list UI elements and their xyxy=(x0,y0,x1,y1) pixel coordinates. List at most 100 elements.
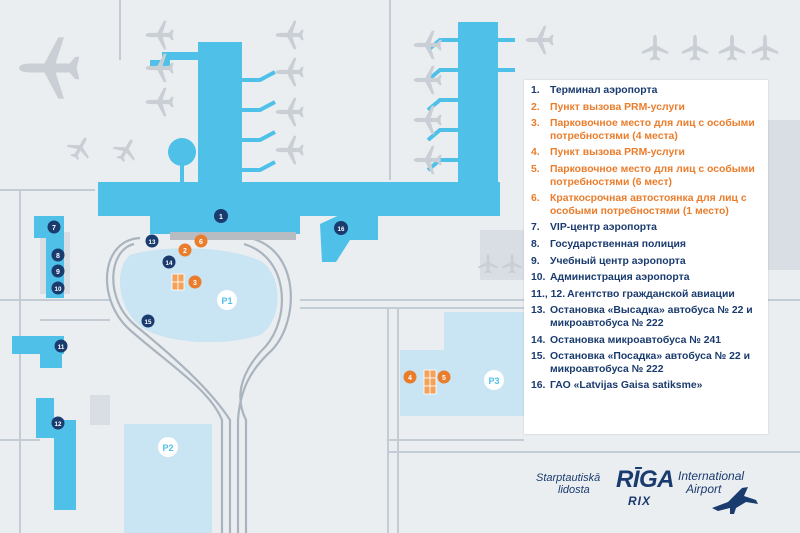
marker-6[interactable]: 6 xyxy=(194,234,208,248)
legend-item-text: Остановка «Посадка» автобуса № 22 и микр… xyxy=(550,351,750,375)
legend-item-text: VIP-центр аэропорта xyxy=(550,222,657,234)
legend-item-1: 1. Терминал аэропорта xyxy=(531,85,762,98)
legend-item-4: 4. Пункт вызова PRM-услуги xyxy=(531,147,762,160)
legend-item-number: 6. xyxy=(531,193,540,205)
legend-item-number: 2. xyxy=(531,101,540,113)
large-airplane-icon xyxy=(19,37,80,99)
legend-item-text: Остановка микроавтобуса № 241 xyxy=(550,334,722,346)
marker-7[interactable]: 7 xyxy=(47,220,61,234)
logo-text-international: International xyxy=(678,469,745,483)
airplane-icon xyxy=(413,30,442,60)
legend-item-11: 11., 12.Агентство гражданской авиации xyxy=(531,289,762,302)
terminal-building xyxy=(98,22,500,234)
airplane-icon xyxy=(681,34,709,61)
airplane-icon xyxy=(63,131,97,165)
marker-3[interactable]: 3 xyxy=(188,275,202,289)
logo-code: RIX xyxy=(628,494,652,508)
legend-item-text: Краткосрочная автостоянка для лиц с особ… xyxy=(550,193,747,217)
legend-item-number: 8. xyxy=(531,238,540,250)
marker-11[interactable]: 11 xyxy=(54,339,68,353)
legend-item-13: 14.Остановка микроавтобуса № 241 xyxy=(531,335,762,348)
parking-lot-p3-extension xyxy=(400,350,444,416)
airplane-icon xyxy=(109,133,143,167)
marker-4[interactable]: 4 xyxy=(403,370,417,384)
svg-text:10: 10 xyxy=(55,286,62,293)
airplane-icon xyxy=(275,57,304,87)
marker-9[interactable]: 9 xyxy=(51,264,65,278)
airplane-icon xyxy=(525,25,554,55)
airplane-icon xyxy=(718,34,746,61)
riga-airport-logo: Starptautiskā lidosta RĪGA International… xyxy=(536,466,768,516)
legend-item-8: 8. Государственная полиция xyxy=(531,239,762,252)
legend-item-number: 5. xyxy=(531,163,540,175)
svg-text:9: 9 xyxy=(56,269,60,276)
svg-text:12: 12 xyxy=(55,421,62,428)
legend-item-9: 9.Учебный центр аэропорта xyxy=(531,256,762,269)
legend-item-number: 15. xyxy=(531,351,546,363)
legend-item-text: Государственная полиция xyxy=(550,238,686,250)
parking-areas xyxy=(119,248,524,533)
logo-text-starptautiska: Starptautiskā xyxy=(536,472,601,484)
svg-text:1: 1 xyxy=(219,214,223,221)
logo-airplane-icon xyxy=(712,487,758,514)
airplane-icon xyxy=(751,34,779,61)
legend-item-14: 15. Остановка «Посадка» автобуса № 22 и м… xyxy=(531,351,762,376)
legend-item-number: 3. xyxy=(531,118,540,130)
legend-item-7: 7. VIP-центр аэропорта xyxy=(531,222,762,235)
parking-label-p2: P2 xyxy=(158,437,178,457)
legend-item-number: 1. xyxy=(531,85,540,96)
legend-item-text: Парковочное место для лиц с особыми потр… xyxy=(550,163,755,188)
marker-10[interactable]: 10 xyxy=(51,281,65,295)
svg-text:6: 6 xyxy=(199,239,203,246)
airplane-icon xyxy=(275,97,304,127)
airplane-icon xyxy=(275,20,304,50)
legend-item-text: Пункт вызова PRM-услуги xyxy=(550,147,685,159)
legend-item-number: 9. xyxy=(531,255,540,267)
svg-text:3: 3 xyxy=(193,280,197,287)
marker-1[interactable]: 1 xyxy=(214,209,228,223)
map-markers: 1 2 3 4 5 6 7 8 9 10 11 12 13 14 15 16 xyxy=(47,209,451,430)
marker-12[interactable]: 12 xyxy=(51,416,65,430)
parking-label-p3: P3 xyxy=(484,370,504,390)
logo-wordmark: RĪGA xyxy=(616,466,675,493)
legend-item-text: Терминал аэропорта xyxy=(550,85,658,96)
marker-16[interactable]: 16 xyxy=(334,221,348,235)
legend-item-15: 16.ГАО «Latvijas Gaisa satiksme» xyxy=(531,380,762,393)
svg-text:7: 7 xyxy=(52,225,56,232)
legend-item-number: 7. xyxy=(531,222,540,234)
legend-item-text: ГАО «Latvijas Gaisa satiksme» xyxy=(550,380,703,392)
marker-5[interactable]: 5 xyxy=(437,370,451,384)
svg-text:2: 2 xyxy=(183,248,187,255)
legend-item-12: 13.Остановка «Высадка» автобуса № 22 и м… xyxy=(531,305,762,330)
legend-item-number: 4. xyxy=(531,147,540,159)
svg-text:8: 8 xyxy=(56,253,60,260)
lgs-building xyxy=(320,212,378,262)
terminal-forecourt xyxy=(170,232,296,240)
svg-text:P1: P1 xyxy=(221,296,232,306)
airplane-icon xyxy=(275,135,304,165)
accessible-spaces xyxy=(171,273,437,395)
svg-text:5: 5 xyxy=(442,375,446,382)
legend-item-number: 11., 12. xyxy=(531,288,566,300)
marker-14[interactable]: 14 xyxy=(162,255,176,269)
airplane-icon xyxy=(145,87,174,117)
caa-building-11 xyxy=(12,336,64,354)
legend-item-text: Агентство гражданской авиации xyxy=(567,288,735,300)
svg-text:11: 11 xyxy=(58,344,65,351)
marker-2[interactable]: 2 xyxy=(178,243,192,257)
legend-item-text: Остановка «Высадка» автобуса № 22 и микр… xyxy=(550,305,753,329)
caa-building-12-wing xyxy=(54,420,76,510)
caa-building-11-wing xyxy=(40,354,62,368)
legend-item-10: 10.Администрация аэропорта xyxy=(531,272,762,285)
marker-13[interactable]: 13 xyxy=(145,234,159,248)
airplane-icon xyxy=(145,20,174,50)
marker-15[interactable]: 15 xyxy=(141,314,155,328)
marker-8[interactable]: 8 xyxy=(51,248,65,262)
legend-item-text: Пункт вызова PRM-услуги xyxy=(550,101,685,113)
parking-lot-p3 xyxy=(444,312,524,416)
parking-lot-p1 xyxy=(119,248,278,343)
legend-list: 1. Терминал аэропорта 2. Пункт вызова PRM-у… xyxy=(531,85,762,393)
caa-building-12 xyxy=(36,398,54,438)
parking-labels: P1 P2 P3 xyxy=(158,290,504,457)
